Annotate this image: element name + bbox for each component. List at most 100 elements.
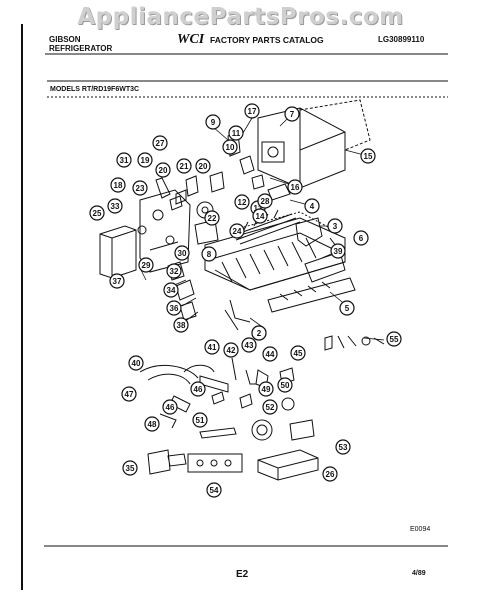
callout-label-45: 45: [294, 349, 303, 358]
callout-label-22: 22: [208, 214, 217, 223]
callout-circle-33: [107, 198, 123, 214]
callout-numbers: 1234567891011121314151617181920202122232…: [89, 103, 402, 498]
callout-circle-46: [162, 399, 178, 415]
callout-label-24: 24: [233, 227, 242, 236]
callout-label-3: 3: [333, 222, 338, 231]
callout-circle-27: [152, 135, 168, 151]
callout-label-33: 33: [111, 202, 120, 211]
callout-label-52: 52: [266, 403, 275, 412]
callout-circle-25: [89, 205, 105, 221]
callout-circle-7: [284, 106, 300, 122]
callout-circle-18: [110, 177, 126, 193]
callout-circle-23: [132, 180, 148, 196]
part-53-drawing: [289, 419, 315, 441]
page-number: E2: [236, 569, 249, 580]
callout-label-55: 55: [390, 335, 399, 344]
callout-label-30: 30: [178, 249, 187, 258]
callout-label-35: 35: [126, 464, 135, 473]
callout-label-20: 20: [199, 162, 208, 171]
callout-label-17: 17: [248, 107, 257, 116]
callout-label-50: 50: [281, 381, 290, 390]
callout-label-43: 43: [245, 341, 254, 350]
callout-circle-8: [201, 246, 217, 262]
callout-circle-3: [327, 218, 343, 234]
callout-circle-45: [290, 345, 306, 361]
callout-label-21: 21: [180, 162, 189, 171]
fill-cup-drawing: [304, 251, 346, 283]
callout-label-34: 34: [167, 286, 176, 295]
callout-label-4: 4: [310, 202, 315, 211]
coil-52-drawing: [251, 419, 273, 441]
callout-circle-34: [163, 282, 179, 298]
callout-label-32: 32: [170, 267, 179, 276]
part-47-drawing: [159, 413, 177, 429]
callout-circle-43: [241, 337, 257, 353]
callout-label-12: 12: [238, 198, 247, 207]
callout-label-49: 49: [262, 385, 271, 394]
part-49-drawing: [239, 393, 253, 409]
watermark: AppliancePartsPros.com: [77, 4, 404, 30]
wci-logo: WCI: [176, 31, 206, 47]
callout-circle-17: [244, 103, 260, 119]
callout-label-38: 38: [177, 321, 186, 330]
callout-label-5: 5: [345, 304, 350, 313]
bracket-drawing: [295, 217, 323, 247]
part-50-drawing: [281, 397, 295, 411]
callout-circle-11: [228, 125, 244, 141]
part-43-drawing: [245, 369, 256, 385]
callout-label-16: 16: [291, 183, 300, 192]
callout-circle-46: [190, 381, 206, 397]
page-date: 4/89: [412, 570, 426, 577]
callout-circle-40: [128, 355, 144, 371]
callout-label-51: 51: [196, 416, 205, 425]
callout-label-39: 39: [334, 247, 343, 256]
callout-circle-51: [192, 412, 208, 428]
callout-circle-55: [386, 331, 402, 347]
probe-51-drawing: [199, 427, 237, 439]
callout-circle-35: [122, 460, 138, 476]
valve-35-drawing: [147, 449, 187, 475]
callout-label-10: 10: [226, 143, 235, 152]
callout-circle-39: [330, 243, 346, 259]
callout-label-14: 14: [256, 212, 265, 221]
callout-circle-15: [360, 148, 376, 164]
callout-label-23: 23: [136, 184, 145, 193]
callout-circle-24: [229, 223, 245, 239]
callout-label-15: 15: [364, 152, 373, 161]
callout-label-2: 2: [257, 329, 262, 338]
callout-circle-29: [138, 257, 154, 273]
catalog-number: LG30899110: [378, 35, 425, 44]
callout-label-26: 26: [326, 470, 335, 479]
callout-label-29: 29: [142, 261, 151, 270]
callout-label-25: 25: [93, 209, 102, 218]
callout-label-27: 27: [156, 139, 165, 148]
callout-circle-37: [109, 273, 125, 289]
callout-circle-38: [173, 317, 189, 333]
callout-circle-28: [257, 193, 273, 209]
callout-label-48: 48: [148, 420, 157, 429]
callout-label-19: 19: [141, 156, 150, 165]
part-42-drawing: [231, 357, 237, 381]
callout-label-9: 9: [211, 118, 216, 127]
callout-label-47: 47: [125, 390, 134, 399]
cover-drawing: [99, 225, 137, 279]
mounting-plate-drawing: [139, 189, 191, 273]
stripper-drawing: [267, 277, 356, 313]
callout-label-54: 54: [210, 486, 219, 495]
callout-circle-21: [176, 158, 192, 174]
callout-label-28: 28: [261, 197, 270, 206]
callout-circle-19: [137, 152, 153, 168]
models-label: MODELS RT/RD19F6WT3C: [50, 86, 140, 93]
ice-mold-drawing: [204, 211, 346, 291]
callout-circle-9: [205, 114, 221, 130]
callout-label-37: 37: [113, 277, 122, 286]
callout-label-41: 41: [208, 343, 217, 352]
callout-label-40: 40: [132, 359, 141, 368]
callout-label-6: 6: [359, 234, 364, 243]
kit-55-drawing: [324, 335, 385, 351]
callout-circle-26: [322, 466, 338, 482]
callout-circle-52: [262, 399, 278, 415]
callout-circle-49: [258, 381, 274, 397]
callout-label-18: 18: [114, 181, 123, 190]
